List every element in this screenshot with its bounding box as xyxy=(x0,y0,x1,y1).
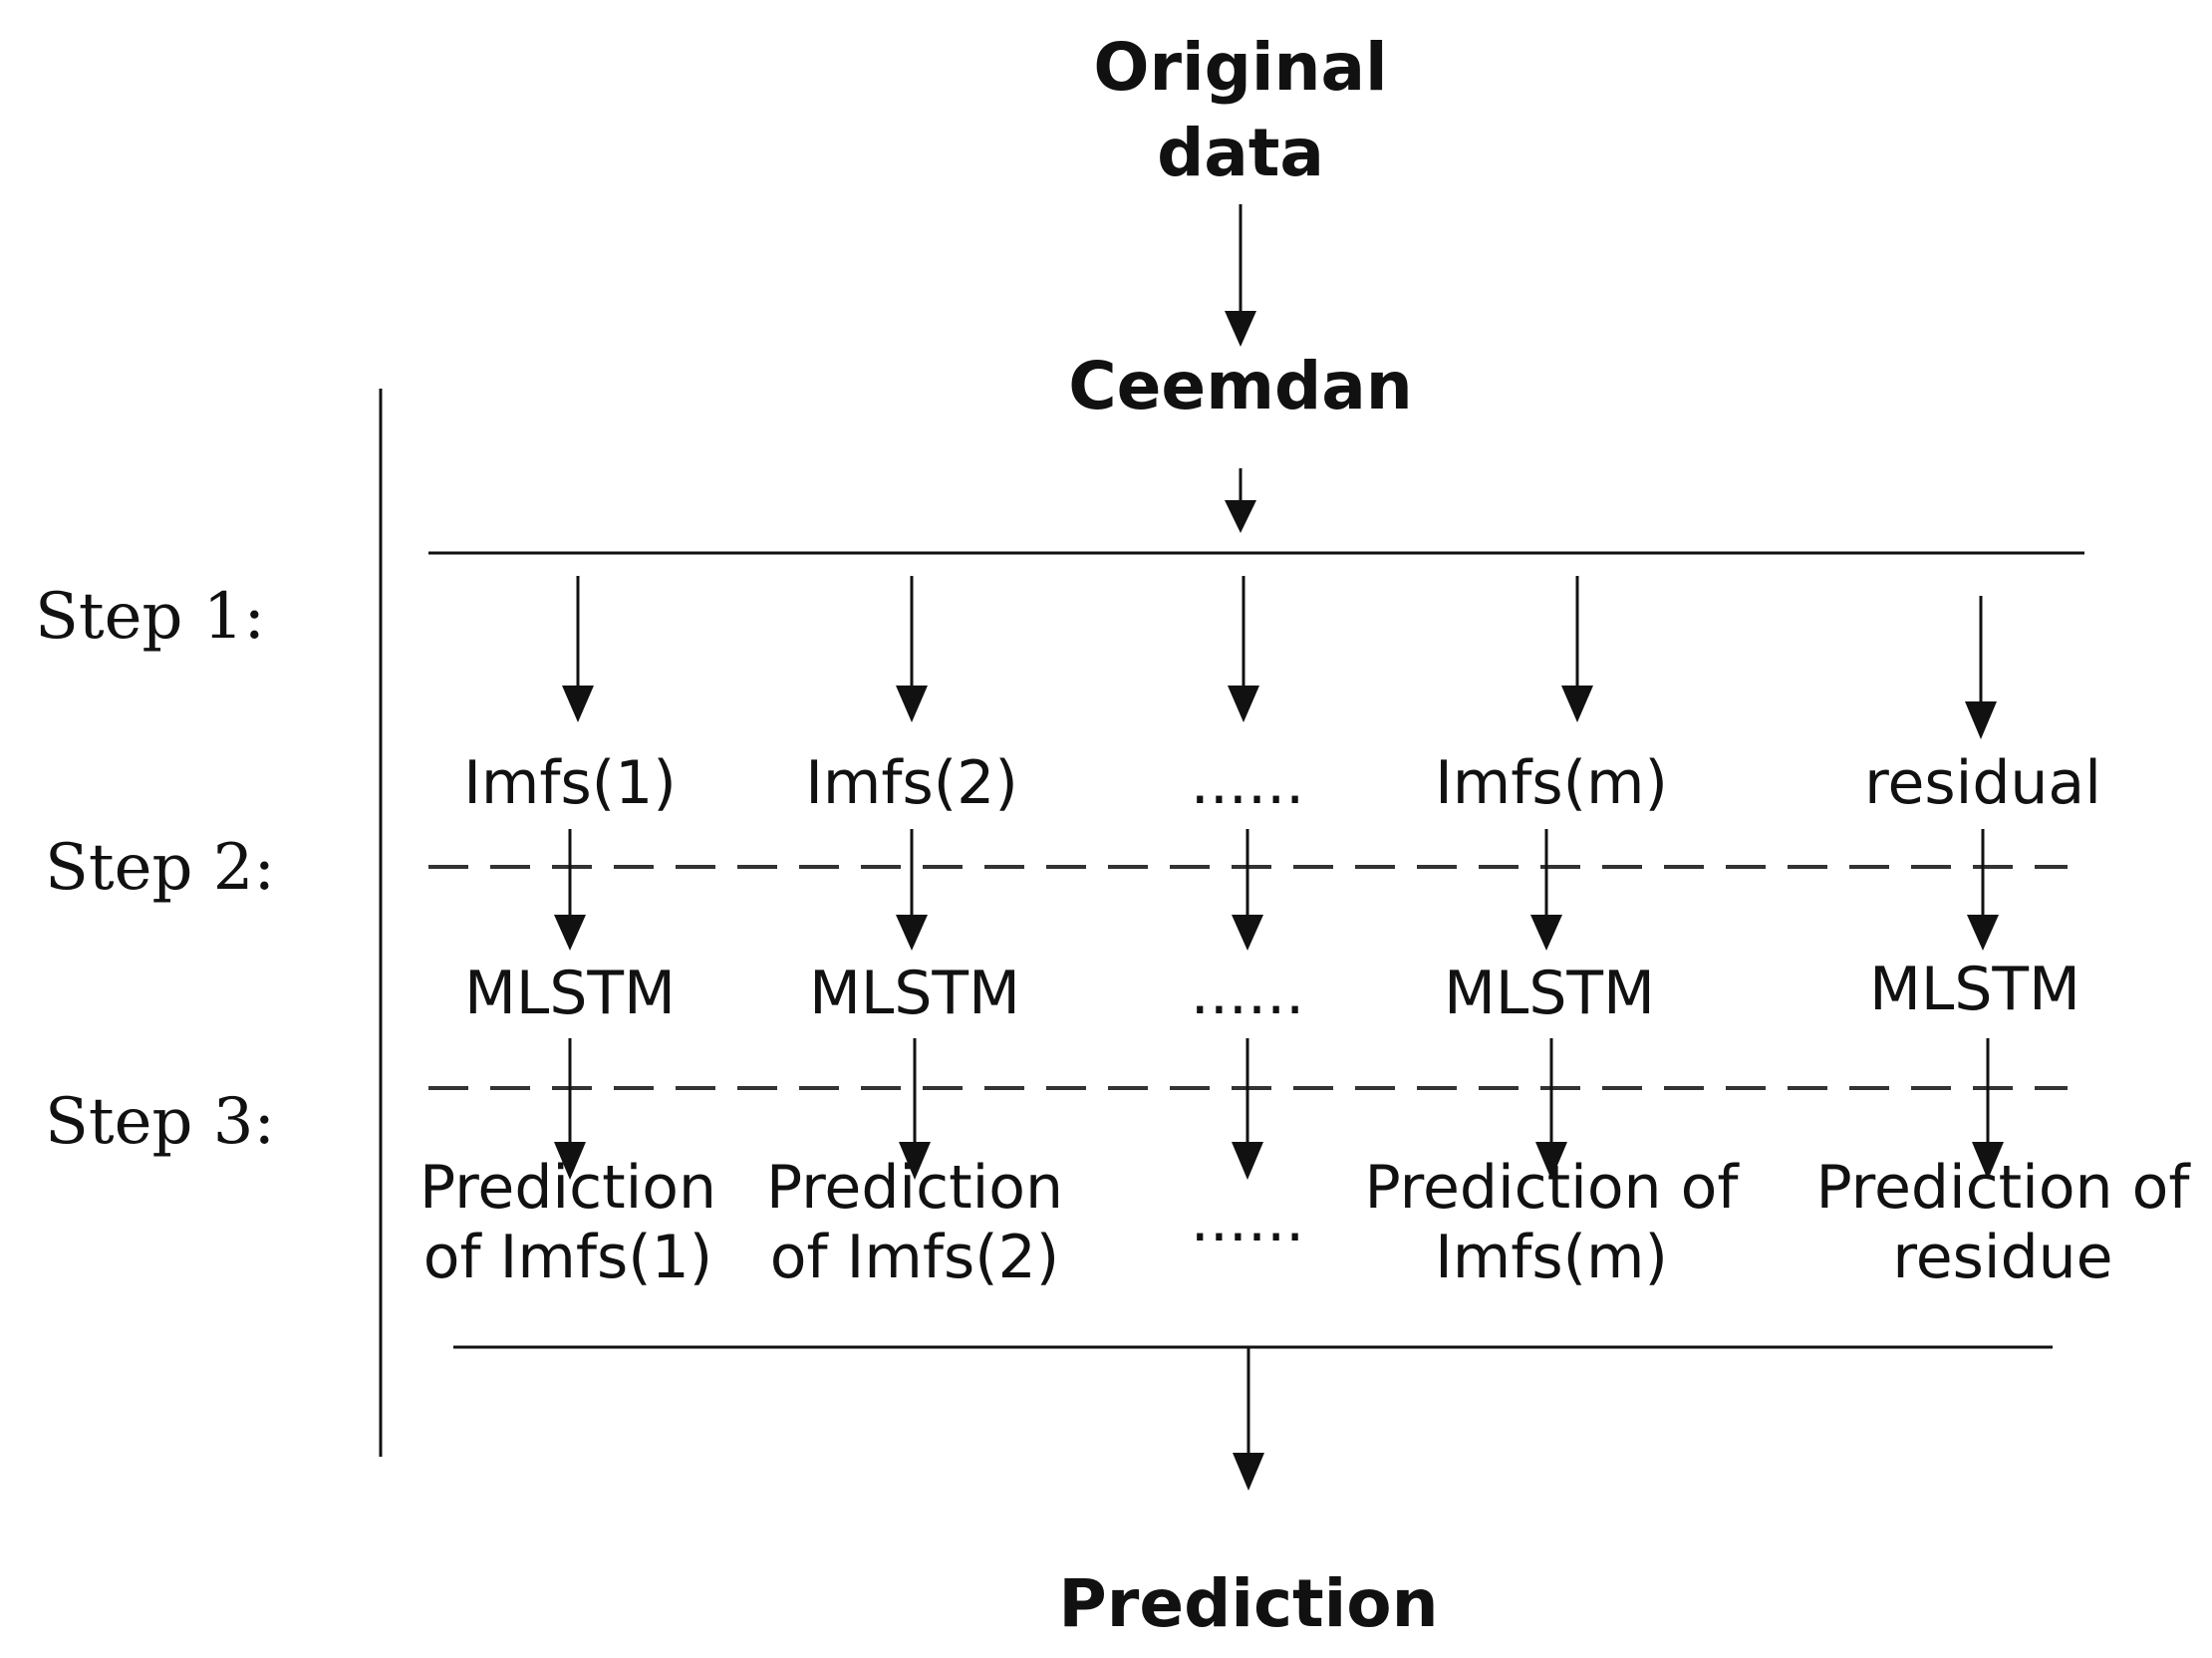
component-label-imfs-1: Imfs(1) xyxy=(463,748,677,818)
model-label-imfs-m: MLSTM xyxy=(1444,959,1655,1028)
model-label-imfs-1: MLSTM xyxy=(464,959,676,1028)
prediction-label-imfs-2-line1: Prediction xyxy=(766,1153,1063,1223)
ceemdan-label: Ceemdan xyxy=(1068,348,1413,424)
final-prediction-label: Prediction xyxy=(1058,1565,1438,1642)
model-label-residual: MLSTM xyxy=(1869,955,2080,1024)
prediction-label-ellipsis: ...... xyxy=(1191,1186,1304,1255)
original-data-label-line1: Original xyxy=(1093,29,1387,106)
prediction-label-imfs-2-line2: of Imfs(2) xyxy=(770,1223,1059,1292)
column-arrows-step2 xyxy=(554,829,1999,951)
arrow-ceemdan-to-split xyxy=(1225,468,1256,533)
model-label-ellipsis: ...... xyxy=(1191,959,1304,1028)
component-label-imfs-2: Imfs(2) xyxy=(805,748,1018,818)
prediction-label-residue-line2: residue xyxy=(1892,1223,2112,1292)
component-label-imfs-m: Imfs(m) xyxy=(1435,748,1668,818)
prediction-label-imfs-m-line2: Imfs(m) xyxy=(1435,1223,1668,1292)
arrow-original-to-ceemdan xyxy=(1225,204,1256,347)
column-arrows-step3 xyxy=(554,1038,2004,1180)
model-label-imfs-2: MLSTM xyxy=(809,959,1020,1028)
prediction-label-imfs-1-line1: Prediction xyxy=(419,1153,716,1223)
component-label-ellipsis: ...... xyxy=(1191,748,1304,818)
prediction-label-residue-line1: Prediction of xyxy=(1816,1153,2192,1223)
component-label-residual: residual xyxy=(1864,748,2101,818)
arrow-merge-to-prediction xyxy=(1233,1347,1264,1491)
prediction-label-imfs-1-line2: of Imfs(1) xyxy=(423,1223,712,1292)
original-data-label-line2: data xyxy=(1157,115,1324,191)
column-arrows-step1 xyxy=(562,576,1997,739)
step-1-label: Step 1: xyxy=(35,580,265,654)
step-2-label: Step 2: xyxy=(45,831,275,905)
step-3-label: Step 3: xyxy=(45,1085,275,1159)
prediction-label-imfs-m-line1: Prediction of xyxy=(1365,1153,1741,1223)
